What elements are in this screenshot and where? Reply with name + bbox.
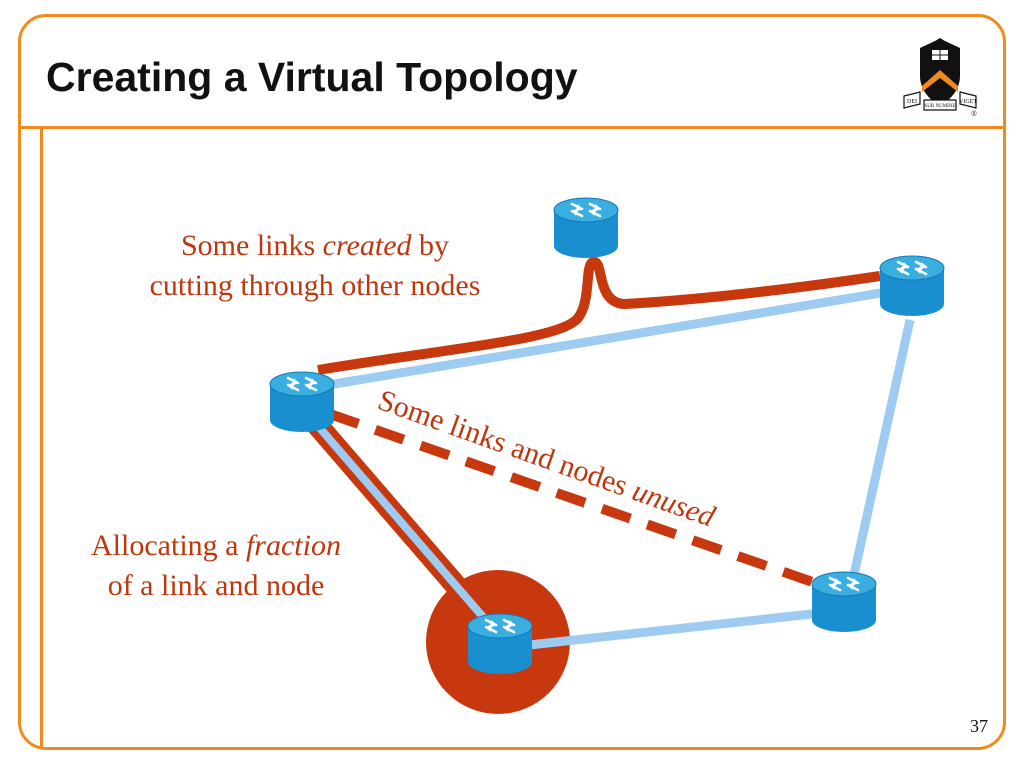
router-icon — [878, 254, 946, 318]
virtual-link-created — [317, 256, 881, 375]
physical-link-left-to-bottom — [302, 409, 500, 635]
slide-title: Creating a Virtual Topology — [46, 54, 578, 100]
title-divider — [20, 126, 1006, 129]
logo-registered-mark: ® — [971, 110, 977, 118]
router-icon — [268, 370, 336, 434]
caption-created-line2: cutting through other nodes — [149, 269, 481, 302]
router-icon — [466, 612, 534, 676]
caption-created-line1: Some links created by — [80, 226, 550, 266]
caption-fraction-emphasis: fraction — [245, 529, 341, 562]
princeton-shield-icon: DEI SUB NUMINE VIGET ® — [903, 38, 977, 118]
caption-fraction-line1: Allocating a fraction — [46, 526, 386, 566]
physical-link-left-to-upper-right — [309, 284, 906, 393]
caption-created: Some links created by cutting through ot… — [80, 226, 550, 306]
virtual-link-unused — [328, 409, 826, 591]
caption-fraction: Allocating a fraction of a link and node — [46, 526, 386, 606]
caption-unused: Some links and nodes unused — [374, 384, 720, 535]
page-number: 37 — [970, 716, 988, 736]
caption-fraction-line2: of a link and node — [107, 569, 325, 602]
left-divider — [40, 129, 43, 749]
physical-link-bottom-to-lower-right — [519, 607, 831, 651]
logo-motto-right: VIGET — [959, 99, 977, 105]
slide-frame — [18, 14, 1006, 750]
caption-unused-prefix: Some links and nodes — [374, 384, 639, 506]
caption-fraction-prefix: Allocating a — [91, 529, 246, 562]
caption-created-prefix: Some links — [180, 229, 323, 262]
physical-link-upper-right-to-lower-right — [849, 319, 915, 576]
logo-motto-center: SUB NUMINE — [925, 104, 956, 109]
caption-created-emphasis: created — [322, 229, 412, 262]
router-icon — [552, 196, 620, 260]
caption-unused-emphasis: unused — [628, 474, 720, 534]
router-icon — [810, 570, 878, 634]
logo-motto-left: DEI — [907, 99, 917, 105]
caption-created-suffix: by — [411, 229, 450, 262]
